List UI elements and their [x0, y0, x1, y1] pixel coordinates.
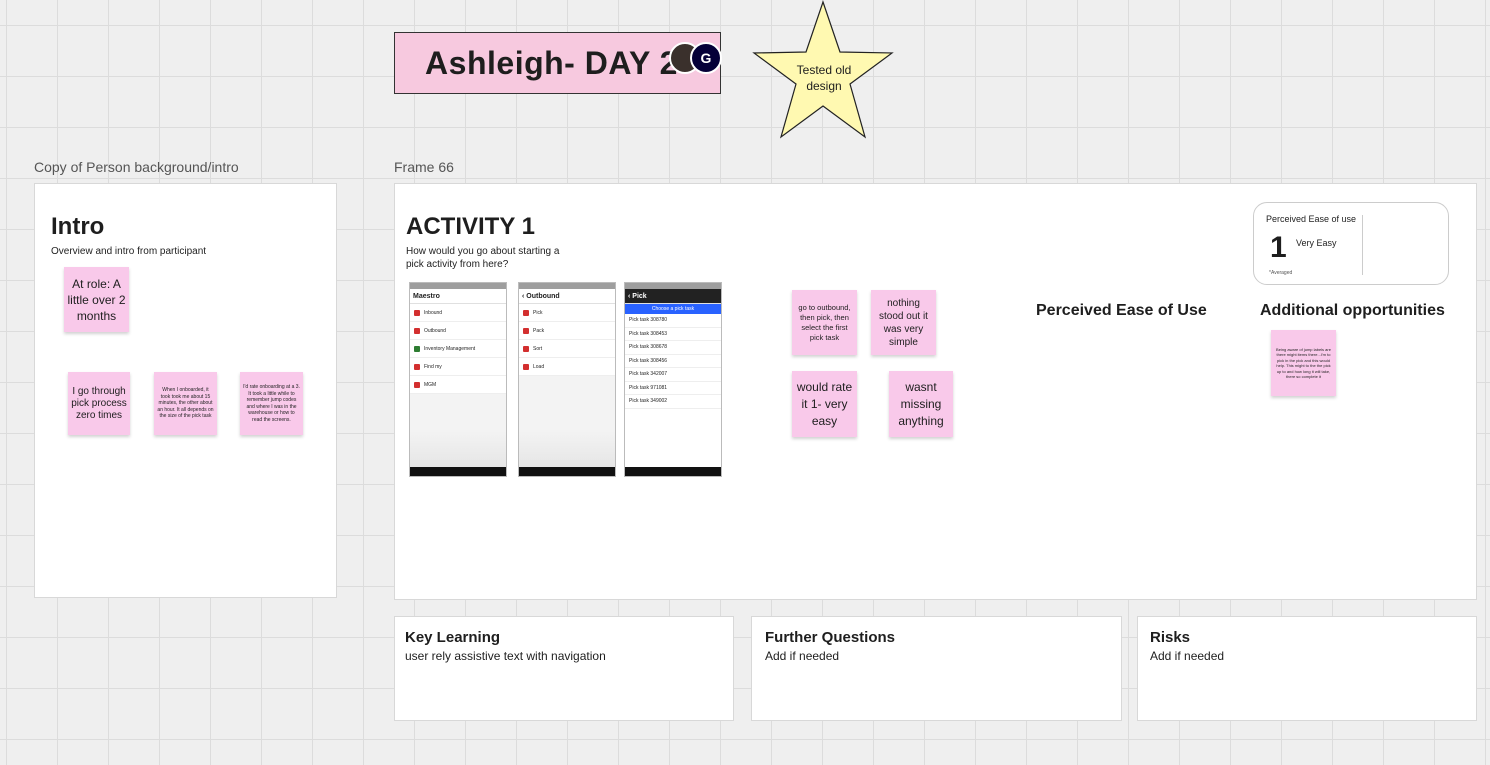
back-chevron-icon: ‹ [628, 292, 633, 300]
phone-row: Inventory Management [424, 345, 476, 352]
intro-heading: Intro [51, 213, 105, 240]
inventory-icon [414, 345, 420, 352]
ease-card-title: Perceived Ease of use [1266, 214, 1357, 224]
sticky-note[interactable]: would rate it 1- very easy [792, 371, 857, 437]
star-shape[interactable] [752, 0, 894, 141]
sticky-text: At role: A little over 2 months [67, 276, 126, 323]
outbound-icon [414, 327, 420, 334]
sticky-text: would rate it 1- very easy [796, 379, 853, 428]
activity-heading: ACTIVITY 1 [406, 213, 535, 240]
pack-icon [523, 327, 529, 334]
phone-header: Pick [632, 292, 647, 300]
ease-of-use-card[interactable]: Perceived Ease of use 1 Very Easy *Avera… [1253, 202, 1449, 285]
pick-task-row: Pick task 349002 [629, 398, 668, 405]
phone-row: MGM [424, 381, 437, 388]
sticky-text: nothing stood out it was very simple [879, 297, 928, 348]
phone-row: Load [533, 363, 545, 370]
phone-row: Sort [533, 345, 543, 352]
further-questions-text: Add if needed [765, 649, 840, 663]
phone-screenshot-pick[interactable]: ‹ Pick Choose a pick task Pick task 3087… [624, 282, 722, 477]
key-learning-title: Key Learning [405, 629, 501, 646]
sticky-note[interactable]: I go through pick process zero times [68, 372, 130, 435]
ease-card-divider [1362, 215, 1363, 275]
pick-task-row: Pick task 308453 [629, 330, 668, 337]
user-avatar-initial[interactable]: G [690, 42, 722, 74]
key-learning-card[interactable]: Key Learning user rely assistive text wi… [394, 616, 734, 721]
risks-card[interactable]: Risks Add if needed [1137, 616, 1477, 721]
sticky-text: go to outbound, then pick, then select t… [798, 302, 851, 342]
pick-task-row: Pick task 308780 [629, 317, 668, 324]
ease-card-rating: Very Easy [1296, 238, 1337, 248]
location-icon [414, 363, 420, 370]
activity-frame-label[interactable]: Frame 66 [394, 159, 454, 175]
pick-task-row: Pick task 342007 [629, 371, 668, 378]
phone-row: Find my [424, 363, 442, 370]
risks-text: Add if needed [1150, 649, 1225, 663]
inbound-icon [414, 309, 420, 316]
intro-frame-label[interactable]: Copy of Person background/intro [34, 159, 239, 175]
city-illustration [410, 431, 506, 467]
sticky-note[interactable]: When I onboarded, it took took me about … [154, 372, 217, 435]
sticky-text: I'd rate onboarding at a 3. It took a li… [243, 384, 300, 423]
phone-header: Outbound [526, 292, 560, 300]
sort-icon [523, 345, 529, 352]
pick-task-row: Pick task 308678 [629, 344, 668, 351]
load-icon [523, 363, 529, 370]
additional-opportunities-heading: Additional opportunities [1260, 302, 1445, 319]
mgm-icon [414, 381, 420, 388]
city-illustration [519, 431, 615, 467]
back-chevron-icon: ‹ [522, 292, 527, 300]
phone-screenshot-outbound[interactable]: ‹ Outbound Pick Pack Sort Load [518, 282, 616, 477]
board-title-box[interactable]: Ashleigh- DAY 2 [394, 32, 721, 94]
android-nav-bar [625, 467, 721, 476]
star-text: Tested old design [796, 63, 852, 93]
phone-row: Outbound [424, 327, 446, 334]
sticky-note[interactable]: go to outbound, then pick, then select t… [792, 290, 857, 355]
ease-card-score: 1 [1270, 231, 1287, 264]
further-questions-title: Further Questions [765, 629, 896, 646]
sticky-note[interactable]: I'd rate onboarding at a 3. It took a li… [240, 372, 303, 435]
phone-row: Inbound [424, 309, 443, 316]
phone-row: Pack [533, 327, 545, 334]
pick-task-row: Pick task 308456 [629, 357, 668, 364]
board-title: Ashleigh- DAY 2 [425, 44, 678, 81]
intro-subtitle: Overview and intro from participant [51, 246, 207, 257]
sticky-note[interactable]: Being aware of jump labels are there mig… [1271, 330, 1336, 396]
activity-question: How would you go about starting a pick a… [406, 246, 560, 270]
pick-task-row: Pick task 971081 [629, 384, 668, 391]
ease-card-footnote: *Averaged [1269, 270, 1293, 276]
key-learning-text: user rely assistive text with navigation [405, 649, 606, 663]
perceived-ease-heading: Perceived Ease of Use [1036, 302, 1207, 319]
android-nav-bar [519, 467, 615, 476]
pick-icon [523, 309, 529, 316]
sticky-text: wasnt missing anything [898, 379, 944, 428]
further-questions-card[interactable]: Further Questions Add if needed [751, 616, 1122, 721]
phone-row: Pick [533, 309, 543, 316]
android-nav-bar [410, 467, 506, 476]
sticky-note[interactable]: wasnt missing anything [889, 371, 953, 437]
phone-header: Maestro [410, 289, 506, 304]
choose-pick-task-banner: Choose a pick task [625, 304, 721, 314]
risks-title: Risks [1150, 629, 1191, 646]
sticky-note[interactable]: nothing stood out it was very simple [871, 290, 936, 355]
sticky-note[interactable]: At role: A little over 2 months [64, 267, 129, 332]
sticky-text: Being aware of jump labels are there mig… [1276, 346, 1331, 380]
sticky-text: When I onboarded, it took took me about … [157, 387, 214, 420]
phone-screenshot-home[interactable]: Maestro Inbound Outbound Inventory Manag… [409, 282, 507, 477]
sticky-text: I go through pick process zero times [71, 385, 127, 421]
